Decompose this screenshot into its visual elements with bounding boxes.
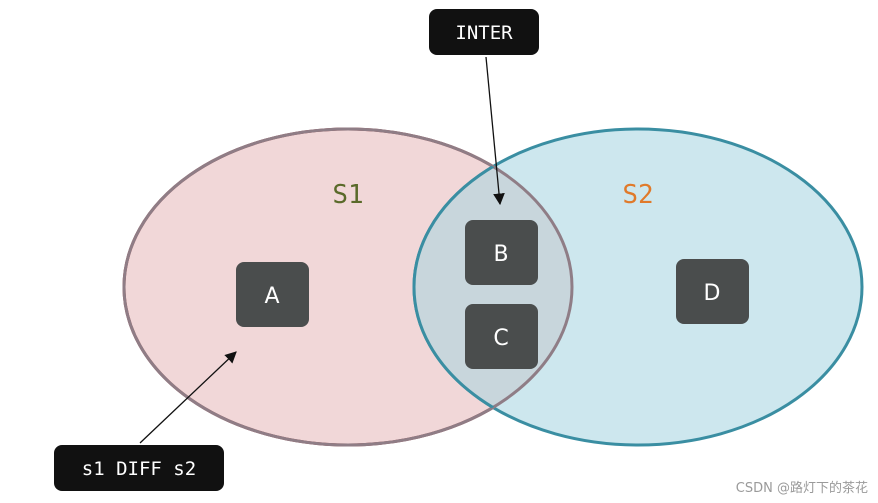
element-a: A	[236, 262, 309, 327]
watermark-text: CSDN @路灯下的茶花	[736, 480, 868, 496]
inter-callout-label: INTER	[455, 22, 513, 44]
element-d-label: D	[704, 281, 721, 306]
element-c: C	[465, 304, 538, 369]
set-s1-label: S1	[332, 180, 363, 210]
element-a-label: A	[264, 284, 279, 309]
intersection-edge	[122, 127, 574, 447]
diff-arrow	[139, 351, 237, 444]
element-b-label: B	[493, 242, 508, 267]
element-b: B	[465, 220, 538, 285]
element-d: D	[676, 259, 749, 324]
set-s2-label: S2	[622, 180, 653, 210]
element-c-label: C	[493, 326, 508, 351]
set-s2-outline	[412, 129, 572, 445]
diff-callout-label: s1 DIFF s2	[82, 458, 196, 480]
inter-arrow	[485, 56, 505, 206]
inter-callout: INTER	[429, 9, 539, 55]
diff-callout: s1 DIFF s2	[54, 445, 224, 491]
